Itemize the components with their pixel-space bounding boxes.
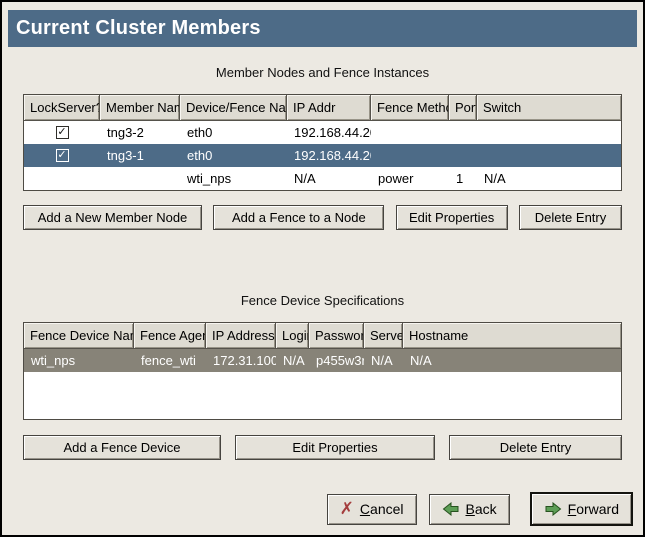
column-header-ip-addr[interactable]: IP Addr [287, 95, 371, 121]
add-fence-to-node-button[interactable]: Add a Fence to a Node [213, 205, 384, 230]
column-header-password[interactable]: Password [309, 323, 364, 349]
checkbox-checked-icon[interactable]: ✓ [56, 149, 69, 162]
lockserver-cell: ✓ [24, 149, 100, 162]
edit-properties-button[interactable]: Edit Properties [235, 435, 435, 460]
page-title: Current Cluster Members [8, 10, 637, 47]
ip-address-cell: 172.31.100.1 [206, 349, 276, 372]
cancel-button[interactable]: ✗ Cancel [327, 494, 417, 525]
fence-device-name-cell: wti_nps [24, 349, 134, 372]
column-header-login[interactable]: Login [276, 323, 309, 349]
ip-addr-cell: N/A [287, 167, 371, 190]
members-table-caption: Member Nodes and Fence Instances [23, 65, 622, 80]
table-row-selected[interactable]: wti_nps fence_wti 172.31.100.1 N/A p455w… [24, 349, 621, 372]
delete-entry-button[interactable]: Delete Entry [449, 435, 622, 460]
back-button[interactable]: Back [429, 494, 510, 525]
forward-button[interactable]: Forward [530, 492, 633, 526]
column-header-member-name[interactable]: Member Name [100, 95, 180, 121]
members-table: LockServer? Member Name Device/Fence Nam… [23, 94, 622, 191]
column-header-fence-device-name[interactable]: Fence Device Name [24, 323, 134, 349]
table-row[interactable]: ✓ tng3-2 eth0 192.168.44.202 [24, 121, 621, 144]
column-header-fence-method[interactable]: Fence Method [371, 95, 449, 121]
delete-entry-button[interactable]: Delete Entry [519, 205, 622, 230]
back-button-label: Back [466, 501, 497, 517]
fence-table-caption: Fence Device Specifications [23, 293, 622, 308]
forward-arrow-icon [544, 502, 562, 516]
table-row[interactable]: wti_nps N/A power 1 N/A [24, 167, 621, 190]
add-member-node-button[interactable]: Add a New Member Node [23, 205, 202, 230]
column-header-switch[interactable]: Switch [477, 95, 621, 121]
forward-button-label: Forward [568, 501, 619, 517]
fence-devices-table: Fence Device Name Fence Agent IP Address… [23, 322, 622, 420]
lockserver-cell: ✓ [24, 126, 100, 139]
password-cell: p455w3rd [309, 349, 364, 372]
back-arrow-icon [442, 502, 460, 516]
column-header-ip-address[interactable]: IP Address [206, 323, 276, 349]
column-header-device-fence-name[interactable]: Device/Fence Name [180, 95, 287, 121]
column-header-fence-agent[interactable]: Fence Agent [134, 323, 206, 349]
ip-addr-cell: 192.168.44.202 [287, 121, 371, 144]
hostname-cell: N/A [403, 349, 621, 372]
footer-button-row: ✗ Cancel Back Forward [327, 492, 633, 526]
members-table-header: LockServer? Member Name Device/Fence Nam… [24, 95, 621, 121]
login-cell: N/A [276, 349, 309, 372]
device-fence-name-cell: eth0 [180, 144, 287, 167]
member-name-cell: tng3-2 [100, 121, 180, 144]
cancel-button-label: Cancel [360, 501, 404, 517]
members-button-row: Add a New Member Node Add a Fence to a N… [23, 205, 622, 230]
checkbox-checked-icon[interactable]: ✓ [56, 126, 69, 139]
column-header-server[interactable]: Server [364, 323, 403, 349]
device-fence-name-cell: wti_nps [180, 167, 287, 190]
edit-properties-button[interactable]: Edit Properties [396, 205, 508, 230]
add-fence-device-button[interactable]: Add a Fence Device [23, 435, 221, 460]
device-fence-name-cell: eth0 [180, 121, 287, 144]
empty-table-area [24, 372, 621, 419]
server-cell: N/A [364, 349, 403, 372]
ip-addr-cell: 192.168.44.201 [287, 144, 371, 167]
switch-cell: N/A [477, 167, 621, 190]
cancel-x-icon: ✗ [340, 501, 354, 518]
fence-agent-cell: fence_wti [134, 349, 206, 372]
member-name-cell: tng3-1 [100, 144, 180, 167]
port-cell: 1 [449, 167, 477, 190]
fence-button-row: Add a Fence Device Edit Properties Delet… [23, 435, 622, 460]
column-header-lockserver[interactable]: LockServer? [24, 95, 100, 121]
column-header-hostname[interactable]: Hostname [403, 323, 621, 349]
fence-method-cell: power [371, 167, 449, 190]
main-content: Member Nodes and Fence Instances LockSer… [8, 65, 637, 460]
table-row-selected[interactable]: ✓ tng3-1 eth0 192.168.44.201 [24, 144, 621, 167]
fence-table-header: Fence Device Name Fence Agent IP Address… [24, 323, 621, 349]
column-header-port[interactable]: Port [449, 95, 477, 121]
